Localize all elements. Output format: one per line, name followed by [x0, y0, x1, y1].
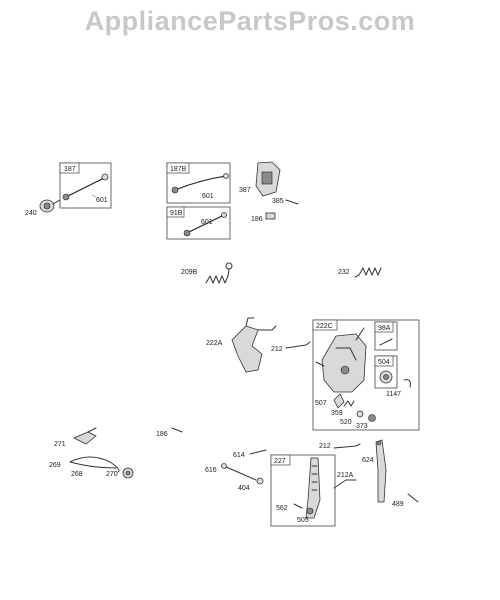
label-187b: 187B	[170, 166, 187, 173]
label-98a: 98A	[378, 325, 391, 332]
group-box-222c	[312, 319, 420, 431]
label-601b: 601	[202, 193, 214, 200]
group-box-187	[59, 162, 112, 209]
nut-505-part[interactable]	[306, 507, 314, 515]
label-232: 232	[338, 269, 350, 276]
spring-359-part[interactable]	[343, 400, 355, 407]
screw-186-lower-part[interactable]	[171, 427, 183, 433]
link-614-part[interactable]	[249, 449, 267, 455]
label-387: 387	[239, 187, 251, 194]
label-212a: 212	[271, 346, 283, 353]
label-373: 373	[356, 423, 368, 430]
governor-lever-227-part[interactable]	[305, 457, 321, 519]
label-222a: 222A	[206, 340, 223, 347]
nut-373-part[interactable]	[368, 414, 376, 422]
label-91b: 91B	[170, 210, 183, 217]
label-186a: 186	[251, 216, 263, 223]
screw-98a-part[interactable]	[379, 338, 393, 346]
label-240: 240	[25, 210, 37, 217]
throttle-cable-187b-part[interactable]	[171, 173, 229, 194]
clip-1147-part[interactable]	[403, 379, 411, 388]
control-bracket-222a-part[interactable]	[231, 317, 277, 373]
label-614: 614	[233, 452, 245, 459]
label-489: 489	[392, 501, 404, 508]
label-505: 505	[297, 517, 309, 524]
governor-arm-624-part[interactable]	[375, 439, 387, 503]
watermark-logo: AppliancePartsPros.com	[84, 6, 416, 36]
link-212-top-part[interactable]	[285, 341, 311, 349]
label-520: 520	[340, 419, 352, 426]
label-186b: 186	[156, 431, 168, 438]
screw-186-top-part[interactable]	[265, 212, 276, 220]
label-270: 270	[106, 471, 118, 478]
label-1147: 1147	[386, 391, 401, 398]
label-601a: 601	[96, 197, 108, 204]
label-385: 385	[272, 198, 284, 205]
choke-cable-91b-part[interactable]	[183, 212, 227, 237]
label-616: 616	[205, 467, 217, 474]
label-209b: 209B	[181, 269, 198, 276]
label-601c: 601	[201, 219, 213, 226]
group-box-227	[270, 454, 336, 527]
bushing-504-part[interactable]	[379, 370, 393, 384]
bolt-489-part[interactable]	[407, 493, 419, 503]
washer-520-part[interactable]	[356, 410, 364, 418]
control-knob-240-part[interactable]	[39, 199, 61, 213]
screw-562-part[interactable]	[293, 503, 303, 509]
screw-385-part[interactable]	[285, 199, 299, 205]
label-624: 624	[362, 457, 374, 464]
nut-404-part[interactable]	[256, 477, 264, 485]
link-212a-part[interactable]	[333, 479, 357, 489]
label-222c: 222C	[316, 323, 333, 330]
governor-control-plate-part[interactable]	[315, 327, 367, 393]
label-507: 507	[315, 400, 327, 407]
label-271: 271	[54, 441, 66, 448]
label-268: 268	[71, 471, 83, 478]
label-212A: 212A	[337, 472, 354, 479]
label-562: 562	[276, 505, 288, 512]
cable-bracket-387-part[interactable]	[255, 161, 281, 197]
lever-507-part[interactable]	[333, 393, 345, 409]
label-269: 269	[49, 462, 61, 469]
label-504: 504	[378, 359, 390, 366]
label-212b: 212	[319, 443, 331, 450]
shaft-616-part[interactable]	[221, 463, 257, 481]
label-187: 187	[64, 166, 76, 173]
label-227: 227	[274, 458, 286, 465]
bushing-270-part[interactable]	[122, 467, 134, 479]
label-404: 404	[238, 485, 250, 492]
group-box-187b	[166, 162, 231, 204]
spring-232-part[interactable]	[354, 267, 382, 278]
cable-clamp-271-part[interactable]	[73, 427, 97, 445]
link-212-lower-part[interactable]	[333, 443, 361, 449]
group-box-91b	[166, 206, 231, 240]
label-359: 359	[331, 410, 343, 417]
cable-269-part[interactable]	[69, 456, 120, 473]
spring-209b-part[interactable]	[205, 262, 233, 284]
throttle-cable-187-part[interactable]	[62, 173, 109, 201]
